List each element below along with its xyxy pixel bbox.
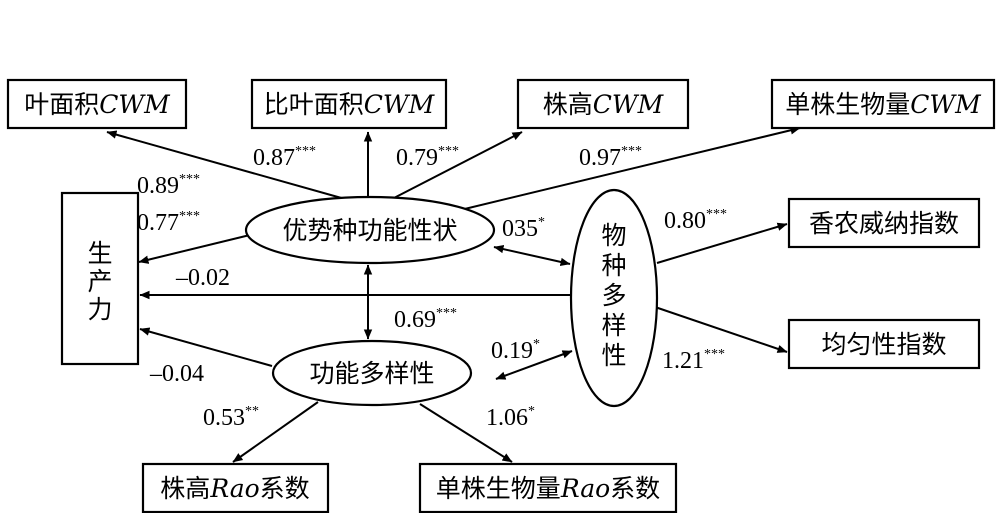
coef-evenness: 1.21***	[662, 347, 725, 374]
svg-text:物: 物	[601, 221, 626, 250]
coef-productivity-1: 0.89***	[137, 172, 200, 199]
svg-text:株高CWM: 株高CWM	[543, 90, 665, 119]
coef-species-productivity: –0.02	[175, 265, 230, 291]
svg-text:叶面积CWM: 叶面积CWM	[24, 90, 171, 119]
svg-text:香农威纳指数: 香农威纳指数	[809, 209, 959, 238]
coef-biomass-cwm: 0.97***	[579, 144, 642, 171]
arrow-dominant-to-leaf-area	[106, 130, 346, 200]
coef-functional-productivity: –0.04	[149, 361, 204, 387]
svg-text:均匀性指数: 均匀性指数	[821, 330, 946, 359]
svg-text:力: 力	[87, 295, 112, 324]
svg-text:生: 生	[87, 239, 112, 268]
coef-biomass-rao: 1.06*	[486, 404, 535, 431]
box-leaf-area-cwm: 叶面积CWM	[6, 78, 188, 130]
arrow-functional-species-diversity	[495, 350, 573, 380]
arrow-species-to-shannon	[656, 222, 788, 264]
coef-functional-species: 0.19*	[491, 337, 540, 364]
box-biomass-per-plant-rao: 单株生物量Rao系数	[418, 462, 678, 513]
arrow-species-to-evenness	[654, 306, 788, 353]
box-plant-height-cwm: 株高CWM	[516, 78, 690, 130]
svg-text:比叶面积CWM: 比叶面积CWM	[264, 90, 436, 119]
ellipse-dominant-species-traits: 优势种功能性状	[244, 195, 496, 265]
ellipse-species-diversity: 物 种 多 样 性	[569, 188, 659, 408]
path-coefficients: 0.87*** 0.79*** 0.97*** 0.89*** 0.77*** …	[137, 144, 727, 431]
svg-text:种: 种	[601, 251, 626, 280]
coef-leaf-area: 0.87***	[253, 144, 316, 171]
coef-productivity-2: 0.77***	[137, 209, 200, 236]
arrow-dominant-species-diversity	[493, 244, 571, 267]
box-productivity: 生 产 力	[60, 191, 140, 366]
ellipse-functional-diversity: 功能多样性	[271, 339, 473, 407]
svg-text:优势种功能性状: 优势种功能性状	[282, 216, 457, 245]
svg-text:株高Rao系数: 株高Rao系数	[160, 474, 309, 503]
svg-text:产: 产	[87, 267, 112, 296]
coef-sla: 0.79***	[396, 144, 459, 171]
arrow-dominant-to-height-cwm	[391, 131, 523, 200]
svg-text:单株生物量CWM: 单株生物量CWM	[785, 90, 982, 119]
arrow-dominant-to-biomass-cwm	[447, 126, 801, 214]
arrow-functional-to-biomass-rao	[419, 403, 513, 463]
box-plant-height-rao: 株高Rao系数	[141, 462, 330, 513]
arrow-functional-to-height-rao	[232, 401, 319, 463]
coef-shannon: 0.80***	[664, 207, 727, 234]
box-evenness-index: 均匀性指数	[787, 318, 981, 370]
svg-text:样: 样	[601, 311, 626, 340]
coef-dominant-species: 035*	[502, 215, 545, 242]
arrow-functional-to-productivity	[139, 327, 273, 367]
arrow-dominant-to-productivity	[138, 233, 255, 264]
box-shannon-wiener-index: 香农威纳指数	[787, 197, 981, 249]
box-specific-leaf-area-cwm: 比叶面积CWM	[250, 78, 448, 130]
svg-text:功能多样性: 功能多样性	[309, 359, 434, 388]
box-biomass-per-plant-cwm: 单株生物量CWM	[770, 78, 996, 130]
coef-height-rao: 0.53**	[203, 404, 259, 431]
path-arrows	[106, 126, 801, 463]
svg-text:多: 多	[601, 281, 626, 310]
svg-text:单株生物量Rao系数: 单株生物量Rao系数	[436, 474, 660, 503]
svg-text:性: 性	[601, 341, 626, 370]
coef-dominant-functional: 0.69***	[394, 306, 457, 333]
